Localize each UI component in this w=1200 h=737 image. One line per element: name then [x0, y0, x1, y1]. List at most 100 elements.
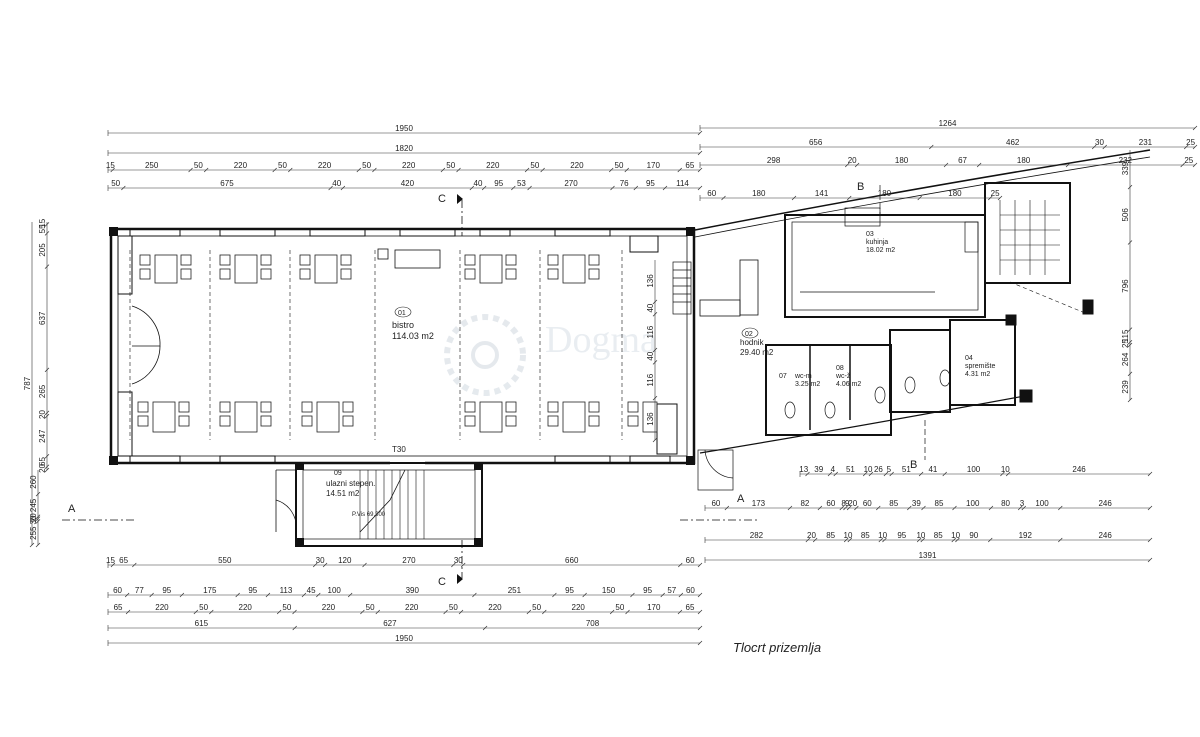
rb-row2-label: 20: [848, 499, 857, 508]
left-parts-label: 15: [38, 218, 47, 227]
top-right-r3-label: 25: [1184, 156, 1193, 165]
left-parts-label: 265: [38, 384, 47, 398]
top-right-r2-label: 30: [1095, 138, 1104, 147]
stair-label: 116: [646, 325, 655, 338]
rb-row2-label: 246: [1098, 499, 1112, 508]
room-labels: 01 bistro 114.03 m2 02 hodnik 29.40 m2 0…: [326, 231, 995, 518]
rb-row3-label: 85: [826, 531, 835, 540]
rb-row1-label: 51: [846, 465, 855, 474]
bottom-row2-label: 175: [203, 586, 217, 595]
bottom-row3-label: 50: [366, 603, 375, 612]
svg-text:hodnik: hodnik: [740, 338, 765, 347]
svg-text:3.25 m2: 3.25 m2: [795, 381, 820, 388]
rb-row2-label: 60: [826, 499, 835, 508]
top-right-r4-label: 60: [707, 189, 716, 198]
top-right-r3-label: 298: [767, 156, 781, 165]
rb-row3-label: 85: [861, 531, 870, 540]
top-row4-label: 270: [564, 179, 578, 188]
service-wing: [694, 149, 1151, 491]
rb-row2-label: 60: [711, 499, 720, 508]
svg-text:spremište: spremište: [965, 363, 995, 370]
svg-text:B: B: [857, 181, 864, 193]
bottom-row2-label: 60: [113, 586, 122, 595]
top-right-r4-label: 180: [752, 189, 766, 198]
top-row3-label: 220: [402, 161, 416, 170]
svg-text:kuhinja: kuhinja: [866, 239, 888, 246]
stair-label: 40: [646, 351, 655, 360]
bottom-row2-label: 95: [565, 586, 574, 595]
bottom-row1-label: 30: [316, 556, 325, 565]
stair-level-label: P.Vis 69,300: [352, 512, 386, 518]
top-row3-label: 50: [362, 161, 371, 170]
bottom-row2-label: 60: [686, 586, 695, 595]
top-row3-label: 220: [234, 161, 248, 170]
top-right-r3-label: 180: [895, 156, 909, 165]
t30-label: T30: [392, 445, 406, 454]
top-row3-label: 220: [570, 161, 584, 170]
top-right-r3-label: 232: [1119, 156, 1133, 165]
bottom-row2-label: 57: [667, 586, 676, 595]
bottom-row3-label: 50: [532, 603, 541, 612]
left-lower-label: 20: [29, 513, 38, 522]
bottom-row1-label: 30: [454, 556, 463, 565]
bottom-row3-label: 50: [282, 603, 291, 612]
bottom-row1-label: 550: [218, 556, 232, 565]
rb-row1-label: 51: [902, 465, 911, 474]
drawing-caption: Tlocrt prizemlja: [733, 640, 821, 655]
bottom-row2-label: 95: [643, 586, 652, 595]
svg-text:03: 03: [866, 231, 874, 238]
rb-row3-label: 90: [969, 531, 978, 540]
svg-text:04: 04: [965, 355, 973, 362]
left-parts-label: 20: [38, 410, 47, 419]
svg-text:01: 01: [398, 310, 406, 317]
stair-label: 136: [646, 274, 655, 288]
bottom-row2-label: 150: [602, 586, 616, 595]
rb-overall-label: 1391: [919, 551, 937, 560]
svg-text:C: C: [438, 576, 446, 588]
rb-row2-label: 82: [800, 499, 809, 508]
rb-row3-label: 85: [934, 531, 943, 540]
rb-row1-label: 5: [887, 465, 892, 474]
top-row3-label: 220: [318, 161, 332, 170]
top-row4-label: 40: [332, 179, 341, 188]
tables-top: [139, 254, 600, 284]
entrance-stair: [275, 462, 483, 547]
svg-text:A: A: [737, 493, 745, 505]
room-wc-z: 08 wc-ž 4.06 m2: [835, 365, 861, 388]
top-row4-label: 50: [111, 179, 120, 188]
bottom-row2-label: 100: [328, 586, 342, 595]
bottom-row2-label: 113: [280, 586, 293, 595]
top-row4-label: 95: [646, 179, 655, 188]
svg-text:14.51 m2: 14.51 m2: [326, 489, 360, 498]
rb-row2-label: 8: [841, 499, 846, 508]
room-bistro: 01 bistro 114.03 m2: [392, 306, 434, 341]
rb-row3-label: 20: [807, 531, 816, 540]
left-lower-label: 245: [29, 498, 38, 512]
rb-row2-label: 80: [1001, 499, 1010, 508]
svg-text:bistro: bistro: [392, 320, 414, 330]
top-right-r4-label: 141: [815, 189, 829, 198]
svg-text:09: 09: [334, 470, 342, 477]
bottom-row1-label: 270: [402, 556, 416, 565]
bottom-row1-label: 120: [338, 556, 352, 565]
rb-row3-label: 10: [916, 531, 925, 540]
rb-row3-label: 192: [1019, 531, 1033, 540]
room-ulazni: 09 ulazni stepen. 14.51 m2: [326, 470, 375, 498]
right-label: 339: [1121, 161, 1130, 175]
rb-row2-label: 100: [966, 499, 980, 508]
right-label: 264: [1121, 352, 1130, 366]
svg-text:18.02 m2: 18.02 m2: [866, 247, 895, 254]
top-row4-label: 420: [401, 179, 415, 188]
left-parts-label: 247: [38, 429, 47, 443]
right-label: 796: [1121, 279, 1130, 293]
bottom-row4-label: 615: [195, 619, 209, 628]
left-parts-label: 205: [38, 243, 47, 257]
rb-row3-label: 10: [844, 531, 853, 540]
rb-row3-label: 10: [951, 531, 960, 540]
left-lower-label: 255: [29, 526, 38, 540]
bottom-row3-label: 50: [449, 603, 458, 612]
bottom-row2-label: 95: [162, 586, 171, 595]
rb-row1-label: 10: [864, 465, 873, 474]
svg-text:wc-ž: wc-ž: [835, 373, 851, 380]
